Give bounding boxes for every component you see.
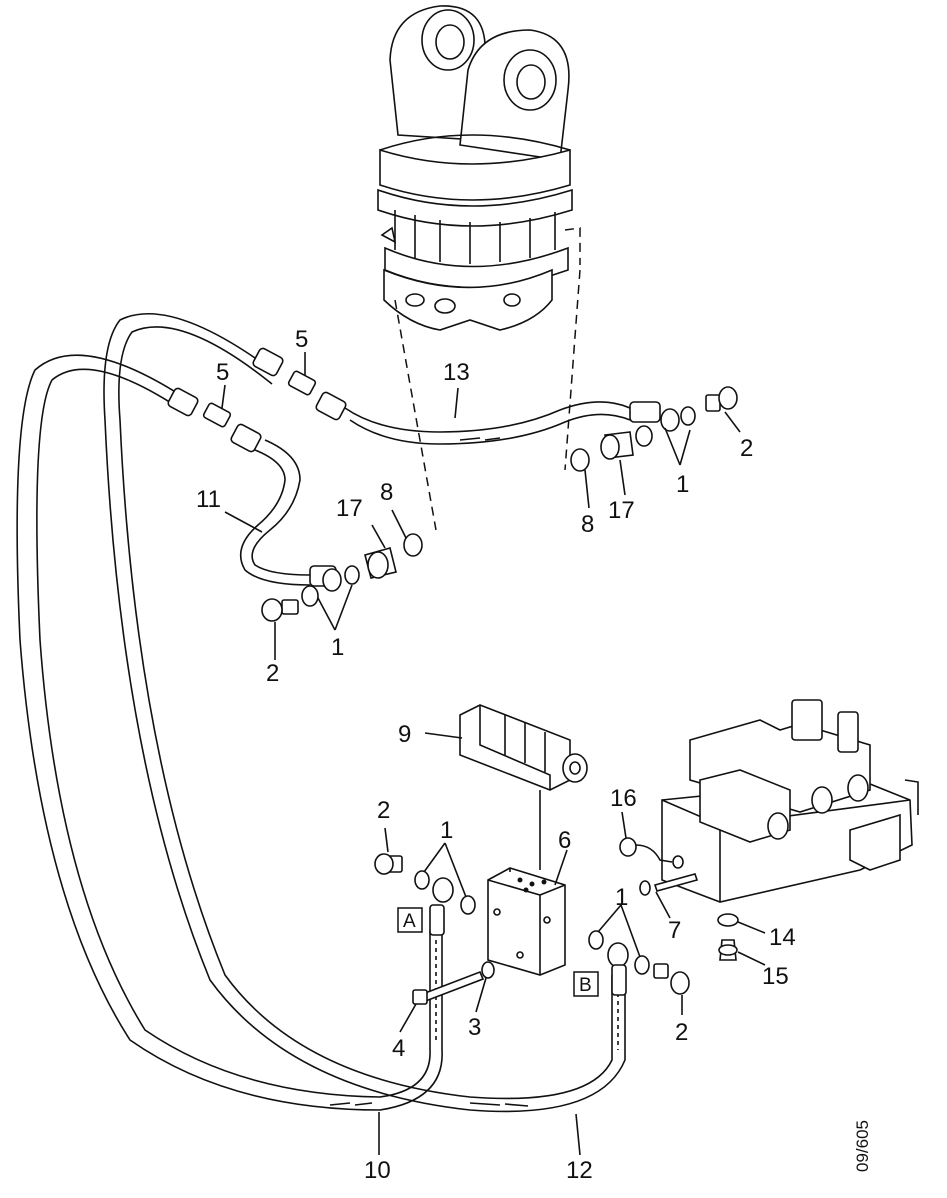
- port-box-a: A: [397, 907, 423, 933]
- callout-5-lower: 5: [216, 359, 229, 386]
- callout-1-valve-left: 1: [440, 817, 453, 844]
- callout-6: 6: [558, 827, 571, 854]
- valve-bank: [619, 699, 919, 961]
- hose-11: [239, 439, 311, 586]
- callout-3: 3: [468, 1014, 481, 1041]
- callout-9: 9: [398, 721, 411, 748]
- callout-labels: 5 5 13 2 1 8 17 11 17 8 1 2 9 16 2 1 6 1…: [196, 326, 796, 1184]
- callout-16: 16: [610, 785, 637, 812]
- fittings-valve: [374, 853, 690, 1005]
- callout-8-left: 8: [380, 479, 393, 506]
- callout-2-top-right: 2: [740, 435, 753, 462]
- callout-1-top-right: 1: [676, 471, 689, 498]
- solenoid-valve-9: [459, 704, 588, 870]
- port-box-b: B: [573, 971, 599, 997]
- callout-12: 12: [566, 1157, 593, 1184]
- callout-15: 15: [762, 963, 789, 990]
- callout-13: 13: [443, 359, 470, 386]
- callout-5-upper: 5: [295, 326, 308, 353]
- hose-10: [16, 354, 443, 1111]
- rotator-unit: [377, 5, 581, 331]
- callout-1-valve-right: 1: [615, 884, 628, 911]
- port-label-b: B: [579, 975, 592, 996]
- callout-1-left: 1: [331, 634, 344, 661]
- figure-reference: 09/605: [853, 1120, 872, 1172]
- callout-2-valve-left: 2: [377, 797, 390, 824]
- port-label-a: A: [403, 911, 416, 932]
- callout-17-left: 17: [336, 495, 363, 522]
- callout-7: 7: [668, 917, 681, 944]
- callout-17-right: 17: [608, 497, 635, 524]
- callout-2-left: 2: [266, 660, 279, 687]
- callout-8-right: 8: [581, 511, 594, 538]
- hose-12: [103, 313, 626, 1113]
- callout-11: 11: [196, 486, 221, 513]
- fittings-upper: [167, 347, 738, 622]
- hose-13: [344, 401, 631, 445]
- callout-10: 10: [364, 1157, 391, 1184]
- callout-2-valve-right: 2: [675, 1019, 688, 1046]
- callout-14: 14: [769, 924, 796, 951]
- leader-lines: [221, 352, 766, 1156]
- callout-4: 4: [392, 1035, 405, 1062]
- valve-block-6: [487, 867, 566, 976]
